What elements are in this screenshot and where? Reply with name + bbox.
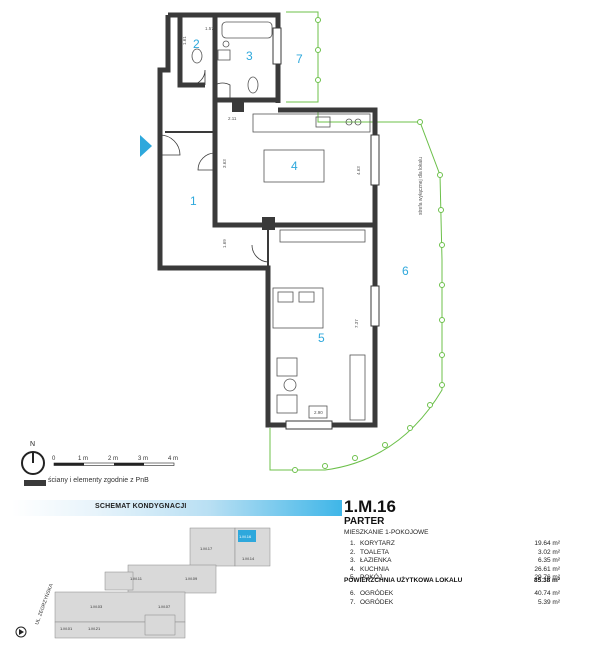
apartment-type: MIESZKANIE 1-POKOJOWE <box>344 529 429 536</box>
scale-label-0: 0 <box>52 456 56 462</box>
exclusive-zone-note: strefa wyłącznej dla lokalu <box>418 157 424 215</box>
svg-text:2.90: 2.90 <box>314 410 323 415</box>
legend-text: ściany i elementy zgodnie z PnB <box>48 477 149 484</box>
svg-text:2.11: 2.11 <box>228 116 237 121</box>
legend: N <box>21 441 175 486</box>
apartment-floor: PARTER <box>344 516 385 527</box>
bedroom-furniture <box>272 287 366 421</box>
entrance-circle-icon <box>15 626 27 638</box>
floor-plan: 1 2 3 4 5 6 7 1.61 1.57 2.11 3.63 1.69 4… <box>140 11 445 473</box>
svg-text:1.M.01: 1.M.01 <box>60 626 73 631</box>
garden-6-outline <box>269 109 443 471</box>
total-area-value: 85.38 m² <box>533 577 560 584</box>
garden-fence-posts <box>292 17 445 473</box>
total-area-label: POWIERZCHNIA UŻYTKOWA LOKALU <box>344 577 463 584</box>
dimension-labels: 1.61 1.57 2.11 3.63 1.69 4.63 7.37 2.90 <box>182 26 361 415</box>
svg-text:1.69: 1.69 <box>222 239 227 248</box>
svg-text:3.63: 3.63 <box>222 159 227 168</box>
svg-text:1.M.11: 1.M.11 <box>130 576 143 581</box>
room-number-2: 2 <box>193 37 200 51</box>
svg-text:1.M.14: 1.M.14 <box>242 556 255 561</box>
entrance-arrow-icon <box>140 135 152 157</box>
room-number-4: 4 <box>291 159 298 173</box>
svg-text:1.61: 1.61 <box>182 36 187 45</box>
bathroom-fixtures <box>191 21 273 94</box>
svg-text:1.M.21: 1.M.21 <box>88 626 101 631</box>
svg-text:4.63: 4.63 <box>356 166 361 175</box>
svg-text:1.M.07: 1.M.07 <box>158 604 171 609</box>
scale-label-3: 3 m <box>138 456 149 462</box>
schema-banner <box>12 500 342 516</box>
svg-text:1.M.09: 1.M.09 <box>185 576 198 581</box>
doors <box>159 69 269 263</box>
scale-label-2: 2 m <box>108 456 119 462</box>
total-area-row: POWIERZCHNIA UŻYTKOWA LOKALU 85.38 m² <box>344 577 560 586</box>
garden-7-outline <box>286 11 319 103</box>
floor-schema: 1.M.17 1.M.16 1.M.14 1.M.11 1.M.09 1.M.0… <box>15 527 271 639</box>
street-label: UL. ZEGRZYŃSKA <box>33 582 55 625</box>
room-number-5: 5 <box>318 331 325 345</box>
room-number-6: 6 <box>402 264 409 278</box>
room-number-7: 7 <box>296 52 303 66</box>
columns <box>232 100 275 230</box>
scale-bar <box>53 462 175 466</box>
svg-text:1.57: 1.57 <box>205 26 214 31</box>
svg-text:7.37: 7.37 <box>354 319 359 328</box>
north-compass-icon: N <box>21 441 45 475</box>
wall-legend-swatch <box>24 480 46 486</box>
svg-text:1.M.16: 1.M.16 <box>239 534 252 539</box>
room-number-1: 1 <box>190 194 197 208</box>
svg-text:1.M.03: 1.M.03 <box>90 604 103 609</box>
room-numbers: 1 2 3 4 5 6 7 <box>190 37 409 345</box>
svg-text:N: N <box>30 441 35 448</box>
scale-label-4: 4 m <box>168 456 179 462</box>
apartment-code: 1.M.16 <box>344 497 396 516</box>
schema-title: SCHEMAT KONDYGNACJI <box>95 503 187 510</box>
room-number-3: 3 <box>246 49 253 63</box>
scale-label-1: 1 m <box>78 456 89 462</box>
highlighted-unit <box>238 530 256 542</box>
svg-text:1.M.17: 1.M.17 <box>200 546 213 551</box>
kitchen-fixtures <box>252 113 371 243</box>
windows <box>272 27 380 430</box>
